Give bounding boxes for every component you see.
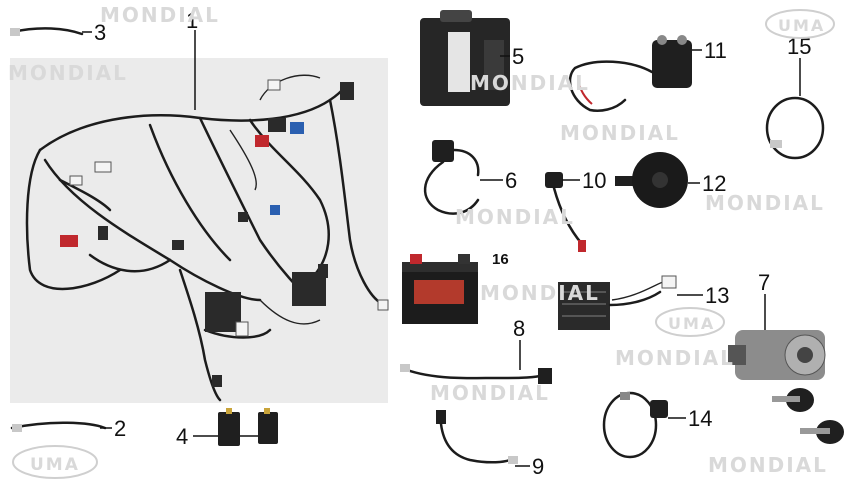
callout-numbers: 1 2 3 4 5 6 7 8 9 10 11 12 13 14 15 16	[94, 8, 811, 479]
part-16-battery	[402, 254, 478, 324]
part-2-cable	[10, 421, 107, 432]
callout-16: 16	[492, 251, 509, 268]
callout-2: 2	[114, 416, 126, 441]
watermark-brand: MONDIAL	[480, 281, 600, 305]
watermark-brand: MONDIAL	[705, 191, 825, 215]
watermark-brand: MONDIAL	[470, 71, 590, 95]
callout-7: 7	[758, 270, 770, 295]
part-8-sensor-cable	[400, 364, 552, 384]
callout-5: 5	[512, 44, 524, 69]
callout-14: 14	[688, 406, 712, 431]
watermark-brand: MONDIAL	[708, 453, 828, 477]
part-14-sensor	[602, 391, 668, 459]
callout-4: 4	[176, 424, 188, 449]
watermarks: MONDIAL MONDIAL MONDIAL MONDIAL MONDIAL …	[8, 3, 835, 479]
harness-photo-background	[10, 58, 388, 403]
callout-1: 1	[186, 8, 198, 33]
callout-9: 9	[532, 454, 544, 479]
main-wiring-harness	[25, 74, 389, 402]
leader-lines	[82, 30, 801, 467]
part-13-regulator	[558, 275, 677, 330]
watermark-brand: MONDIAL	[560, 121, 680, 145]
callout-11: 11	[704, 38, 727, 63]
part-11-starter-relay	[568, 35, 692, 112]
uma-logo-watermark: UMA	[12, 445, 98, 479]
part-5-ecu	[420, 10, 510, 106]
part-3-cable	[10, 27, 84, 36]
watermark-brand: MONDIAL	[430, 381, 550, 405]
callout-6: 6	[505, 168, 517, 193]
part-9-sensor	[436, 410, 518, 464]
watermark-brand: MONDIAL	[455, 205, 575, 229]
watermark-brand: MONDIAL	[100, 3, 220, 27]
uma-logo-watermark: UMA	[655, 307, 725, 337]
part-12-horn	[615, 152, 688, 208]
part-10-switch	[545, 172, 586, 252]
part-6-ignition-coil	[423, 140, 480, 215]
part-15-cable	[765, 96, 825, 160]
callout-8: 8	[513, 316, 525, 341]
part-7-ignition-switch	[728, 330, 844, 444]
svg-text:UMA: UMA	[668, 314, 715, 333]
watermark-brand: MONDIAL	[615, 346, 735, 370]
svg-text:UMA: UMA	[30, 455, 80, 475]
part-4-relays	[218, 408, 278, 446]
callout-10: 10	[582, 168, 606, 193]
callout-13: 13	[705, 283, 729, 308]
uma-logo-watermark: UMA	[765, 9, 835, 39]
callout-3: 3	[94, 20, 106, 45]
svg-text:UMA: UMA	[778, 16, 825, 35]
watermark-brand: MONDIAL	[8, 61, 128, 85]
callout-12: 12	[702, 171, 726, 196]
